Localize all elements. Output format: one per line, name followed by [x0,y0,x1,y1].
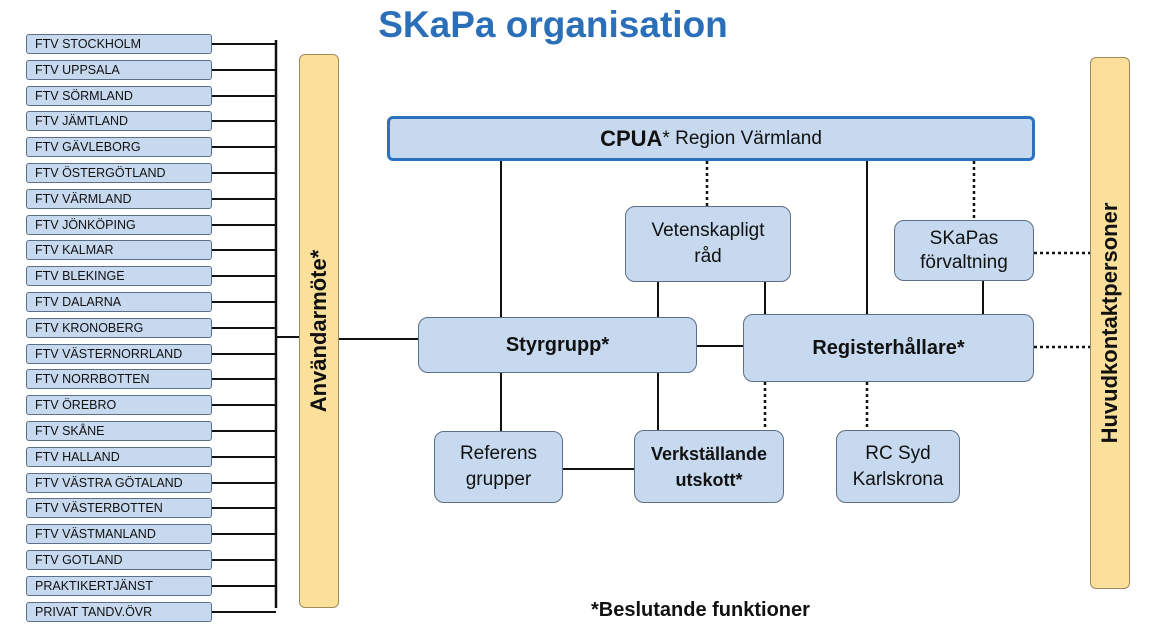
forvaltning-line1: SKaPas [929,227,999,249]
ftv-item: FTV SKÅNE [26,421,212,441]
vetenskapligt-line1: Vetenskapligt [651,220,765,241]
ftv-item: FTV ÖSTERGÖTLAND [26,163,212,183]
ftv-item: FTV STOCKHOLM [26,34,212,54]
ftv-item: FTV GÄVLEBORG [26,137,212,157]
ftv-item: FTV ÖREBRO [26,395,212,415]
huvudkontaktpersoner-bar: Huvudkontaktpersoner [1090,57,1130,589]
ftv-item: FTV JÖNKÖPING [26,215,212,235]
ftv-item: PRAKTIKERTJÄNST [26,576,212,596]
styrgrupp-box: Styrgrupp* [418,317,697,373]
referens-line1: Referens [459,443,538,464]
referens-line2: grupper [465,469,532,490]
ftv-item: FTV GOTLAND [26,550,212,570]
cpua-rest: * Region Värmland [662,127,822,149]
verkstallande-utskott-box: Verkställande utskott* [634,430,784,503]
ftv-item: FTV VÄRMLAND [26,189,212,209]
ftv-item: FTV VÄSTERNORRLAND [26,344,212,364]
ftv-item: FTV VÄSTERBOTTEN [26,498,212,518]
anvandarmote-bar: Användarmöte* [299,54,339,608]
referens-grupper-box: Referens grupper [434,431,563,503]
ftv-item: FTV SÖRMLAND [26,86,212,106]
rcsyd-line1: RC Syd [865,442,931,464]
verkstallande-line1: Verkställande [650,443,768,464]
vetenskapligt-line2: råd [694,246,722,267]
forvaltning-line2: förvaltning [920,251,1008,273]
ftv-item: FTV NORRBOTTEN [26,369,212,389]
cpua-strong: CPUA [600,125,663,151]
vetenskapligt-rad-box: Vetenskapligt råd [625,206,791,282]
ftv-item: FTV UPPSALA [26,60,212,80]
huvudkontaktpersoner-label: Huvudkontaktpersoner [1097,202,1122,444]
page-title: SKaPa organisation [378,4,728,45]
ftv-item: FTV BLEKINGE [26,266,212,286]
registerhallare-box: Registerhållare* [743,314,1034,382]
rcsyd-line2: Karlskrona [852,468,944,490]
styrgrupp-label: Styrgrupp* [505,334,610,356]
ftv-item: FTV VÄSTRA GÖTALAND [26,473,212,493]
ftv-item: FTV DALARNA [26,292,212,312]
ftv-item: FTV KRONOBERG [26,318,212,338]
ftv-item: FTV JÄMTLAND [26,111,212,131]
ftv-connector-ticks [212,43,276,613]
ftv-item: PRIVAT TANDV.ÖVR [26,602,212,622]
verkstallande-line2: utskott* [675,469,743,490]
anvandarmote-label: Användarmöte* [306,249,331,413]
ftv-item: FTV VÄSTMANLAND [26,524,212,544]
ftv-item: FTV HALLAND [26,447,212,467]
ftv-item: FTV KALMAR [26,240,212,260]
registerhallare-label: Registerhållare* [812,337,965,359]
cpua-box: CPUA* Region Värmland [387,116,1035,161]
footnote: *Beslutande funktioner [591,599,810,621]
